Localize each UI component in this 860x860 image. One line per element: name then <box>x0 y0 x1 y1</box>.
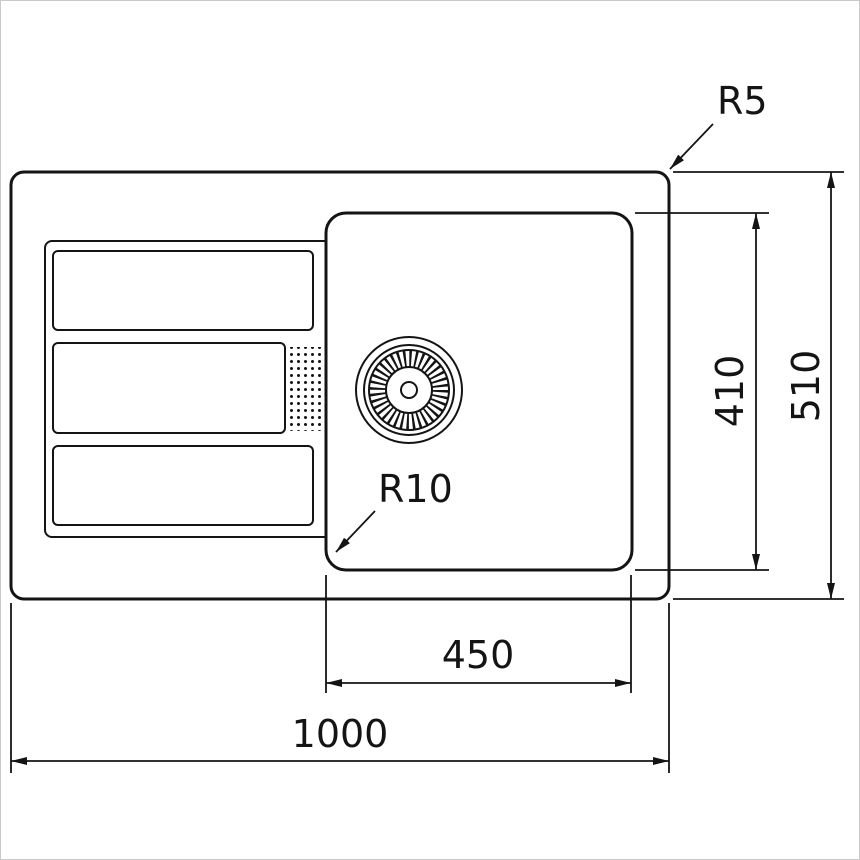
drain-basket-fan <box>369 350 449 430</box>
drain-center-pin <box>400 381 418 399</box>
drainer-groove-middle <box>52 342 286 434</box>
dim-overall-width: 1000 <box>10 603 670 773</box>
drainer-groove-bottom <box>52 445 314 526</box>
dim-bowl-height-label: 410 <box>708 355 752 428</box>
bowl-radius-label: R10 <box>378 467 453 511</box>
callout-outer-radius: R5 <box>669 79 768 170</box>
callout-bowl-radius: R10 <box>335 467 453 553</box>
outer-radius-label: R5 <box>717 79 768 123</box>
drain-basket-hub <box>385 366 433 414</box>
drain-assembly <box>355 336 463 444</box>
dim-overall-width-label: 1000 <box>292 712 389 756</box>
dim-bowl-height: 410 <box>635 212 769 571</box>
dim-bowl-width: 450 <box>325 575 632 693</box>
perforation-grid <box>289 347 323 431</box>
outer-radius-leader-line <box>669 123 714 170</box>
drain-flange-inner <box>363 344 455 436</box>
dim-overall-height-label: 510 <box>784 350 828 423</box>
drain-flange-outer <box>355 336 463 444</box>
bowl-radius-leader-line <box>335 510 376 553</box>
dim-overall-height: 510 <box>673 171 844 600</box>
bowl-outline <box>324 211 634 572</box>
drainer-groove-top <box>52 250 314 331</box>
dim-bowl-width-label: 450 <box>442 633 515 677</box>
